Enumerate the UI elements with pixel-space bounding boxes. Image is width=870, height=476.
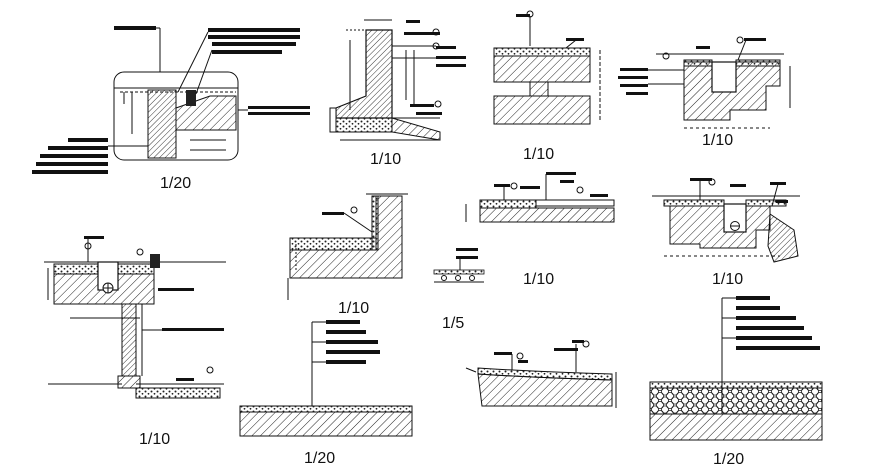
scale-label-detail-10: 1/20 [304,450,336,467]
detail-3-drawing [493,10,601,125]
scale-label-detail-2: 1/10 [370,151,402,168]
detail-11-drawing [465,340,617,408]
detail-7-drawing [465,172,615,223]
detail-4-drawing [618,36,791,129]
scale-label-detail-6: 1/10 [338,300,370,317]
detail-10-drawing [239,320,413,437]
detail-8-drawing [652,178,800,263]
detail-1-drawing [32,26,310,174]
scale-label-detail-8: 1/10 [712,271,744,288]
scale-label-detail-1: 1/20 [160,175,192,192]
scale-label-detail-9: 1/5 [442,315,465,332]
detail-12-drawing [649,296,823,441]
detail-6-drawing [287,193,408,300]
scale-label-detail-11: 1/20 [713,451,745,468]
scale-label-detail-3: 1/10 [523,146,555,163]
detail-5-drawing [44,236,226,399]
scale-label-detail-7: 1/10 [523,271,555,288]
detail-9-drawing [433,248,485,283]
scale-label-detail-5: 1/10 [139,431,171,448]
detail-2-drawing [329,19,466,141]
scale-label-detail-4: 1/10 [702,132,734,149]
